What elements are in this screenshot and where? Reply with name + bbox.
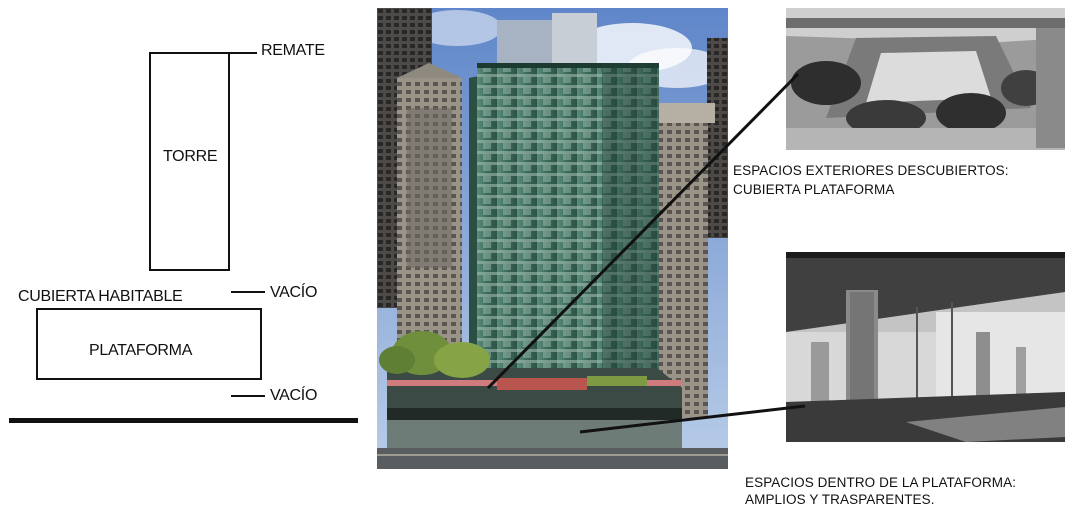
cubierta-habitable-label: CUBIERTA HABITABLE: [18, 288, 183, 305]
remate-label: REMATE: [261, 42, 325, 59]
roof-garden-photo: [786, 8, 1065, 150]
caption-interior-line1: ESPACIOS DENTRO DE LA PLATAFORMA:: [745, 475, 1017, 490]
vacio-bottom-label: VACÍO: [270, 387, 318, 404]
caption-exterior-line2: CUBIERTA PLATAFORMA: [733, 182, 895, 197]
ground-line: [9, 418, 358, 423]
lobby-interior-photo: [786, 252, 1065, 442]
remate-leader-line: [229, 52, 257, 54]
caption-interior-line2: AMPLIOS Y TRASPARENTES.: [745, 492, 935, 507]
platform-box: [36, 308, 262, 380]
vacio-top-leader-line: [231, 291, 265, 293]
vacio-bottom-leader-line: [231, 395, 265, 397]
plataforma-label: PLATAFORMA: [89, 342, 193, 359]
building-photo: [377, 8, 728, 469]
caption-exterior-line1: ESPACIOS EXTERIORES DESCUBIERTOS:: [733, 163, 1009, 178]
vacio-top-label: VACÍO: [270, 284, 318, 301]
torre-label: TORRE: [163, 148, 218, 165]
tower-box: [149, 52, 230, 271]
